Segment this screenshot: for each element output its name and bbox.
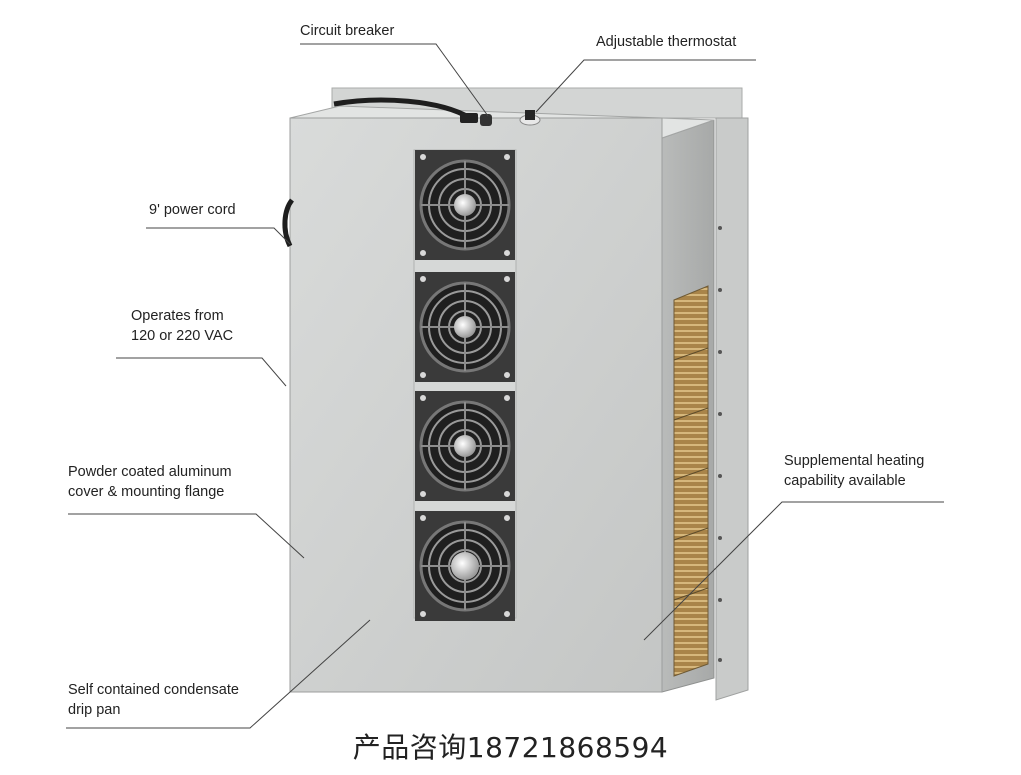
callout-leaders [66, 43, 944, 729]
callout-drip-pan: Self contained condensate drip pan [68, 680, 239, 720]
leader-circuit-breaker [300, 43, 489, 117]
leader-heating [643, 501, 944, 641]
callout-cover-line1: Powder coated aluminum [68, 464, 232, 480]
fan [415, 391, 515, 501]
callout-drip-line2: drip pan [68, 702, 121, 718]
fan [415, 150, 515, 260]
callout-operates: Operates from 120 or 220 VAC [131, 306, 233, 346]
fan-stack [413, 149, 517, 621]
callout-cover-line2: cover & mounting flange [68, 484, 225, 500]
callout-thermostat: Adjustable thermostat [596, 34, 737, 50]
callout-power-cord: 9' power cord [149, 202, 236, 218]
callout-operates-line1: Operates from [131, 308, 224, 324]
circuit-breaker-switch [460, 113, 492, 126]
leader-drip-pan [66, 619, 371, 729]
callout-heating-line2: capability available [784, 473, 906, 489]
fan [415, 511, 515, 621]
leader-power-cord [146, 227, 291, 245]
callout-cover: Powder coated aluminum cover & mounting … [68, 462, 232, 502]
side-panel [661, 119, 715, 693]
leader-operates [116, 357, 287, 387]
callout-heating: Supplemental heating capability availabl… [784, 451, 924, 491]
fan [415, 272, 515, 382]
callout-drip-line1: Self contained condensate [68, 682, 239, 698]
leader-thermostat [535, 59, 756, 113]
callout-operates-line2: 120 or 220 VAC [131, 328, 234, 344]
callout-heating-line1: Supplemental heating [784, 453, 925, 469]
callout-circuit-breaker: Circuit breaker [300, 23, 395, 39]
power-cord [333, 97, 472, 121]
leader-cover [68, 513, 305, 559]
contact-phone: 产品咨询18721868594 [352, 731, 669, 764]
thermostat-knob [519, 110, 541, 126]
